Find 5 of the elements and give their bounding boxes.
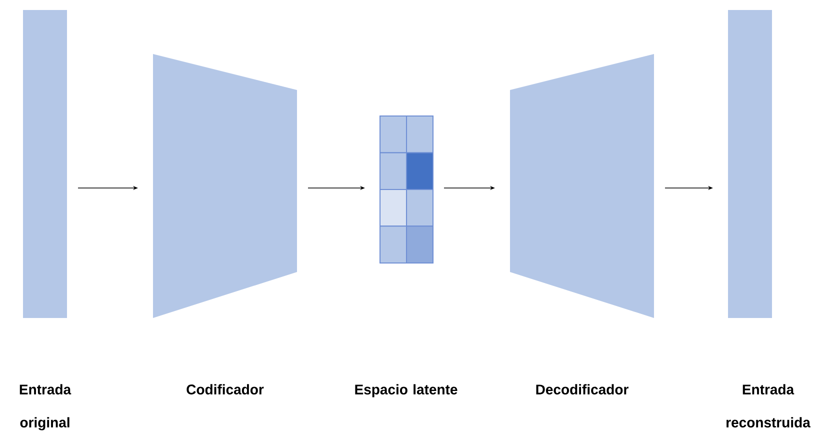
node-label: Decodificador	[536, 384, 628, 394]
node-label: Entrada original	[20, 384, 72, 430]
node-label: Codificador	[186, 384, 264, 394]
node-label: Espacio latente	[355, 384, 458, 398]
node-label: Entrada reconstruida	[726, 384, 810, 428]
